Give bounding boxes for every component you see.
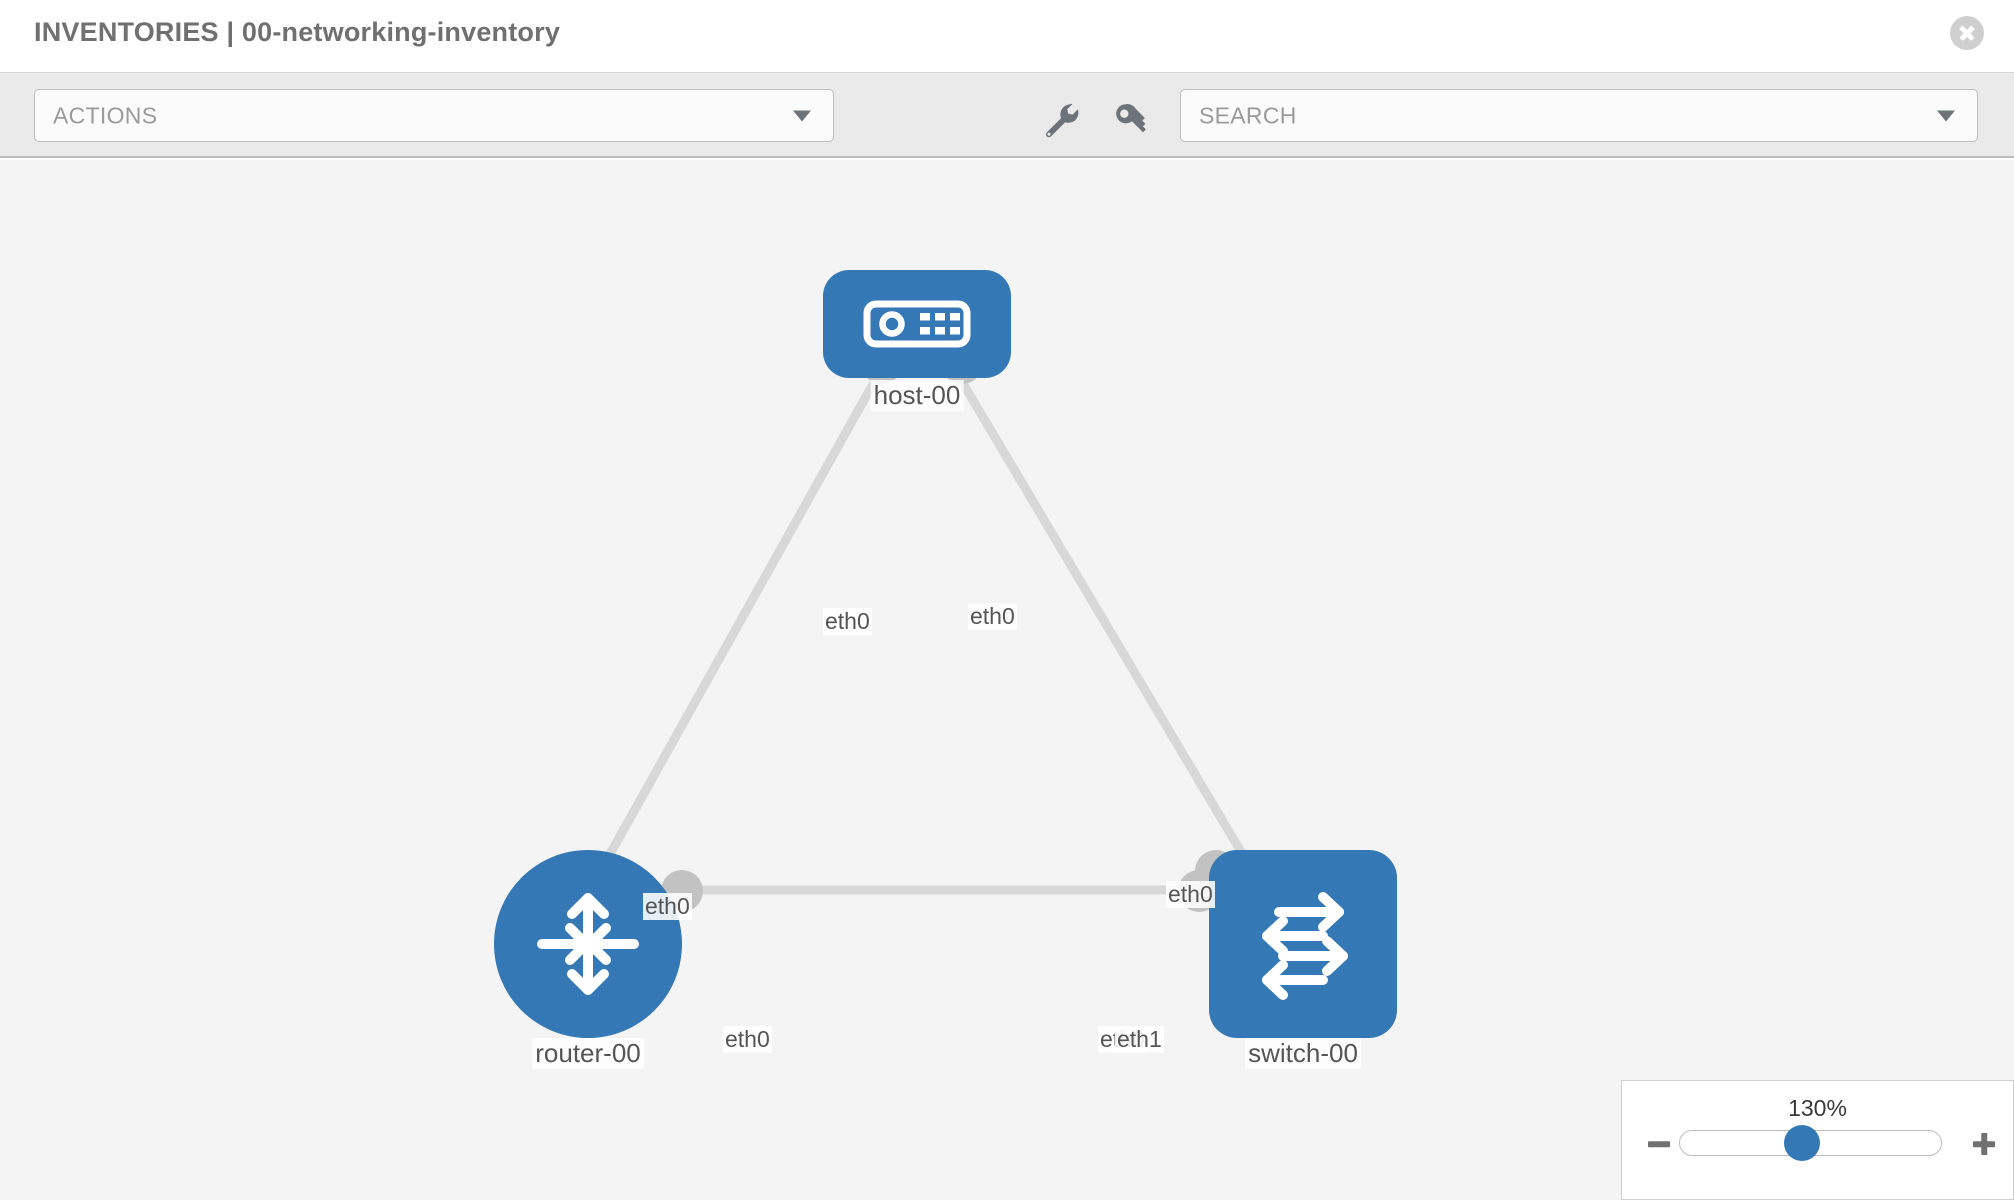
- link-label-router-right: eth0: [723, 1026, 772, 1053]
- page-title: INVENTORIES | 00-networking-inventory: [34, 17, 561, 47]
- bidirectional-arrows-icon: [1262, 892, 1348, 1000]
- page-header: INVENTORIES | 00-networking-inventory: [0, 0, 2014, 72]
- chevron-down-icon: [793, 110, 811, 121]
- toolbar: ACTIONS SEARCH: [0, 72, 2014, 158]
- link-host-switch: [954, 372, 1257, 875]
- close-icon[interactable]: [1950, 16, 1984, 50]
- topology-canvas[interactable]: host-00: [0, 160, 2014, 1200]
- zoom-slider-thumb[interactable]: [1784, 1125, 1820, 1161]
- zoom-control-panel: 130%: [1621, 1080, 2014, 1200]
- search-input[interactable]: SEARCH: [1180, 89, 1978, 142]
- node-label-host-00: host-00: [870, 380, 964, 411]
- topology-node-router-00[interactable]: router-00: [494, 850, 682, 1069]
- zoom-out-button[interactable]: [1644, 1129, 1674, 1159]
- host-node-shape: [823, 270, 1011, 378]
- zoom-level-value: 130%: [1788, 1095, 1847, 1121]
- link-host-router: [596, 372, 882, 875]
- link-label-switch-left-b: eth1: [1115, 1026, 1164, 1053]
- four-arrows-inward-icon: [537, 893, 639, 995]
- server-appliance-icon: [863, 300, 971, 348]
- link-label-host-left: eth0: [823, 608, 872, 635]
- zoom-in-button[interactable]: [1969, 1129, 1999, 1159]
- topology-links: [596, 372, 1257, 895]
- switch-node-shape: [1209, 850, 1397, 1038]
- actions-dropdown[interactable]: ACTIONS: [34, 89, 834, 142]
- node-label-router-00: router-00: [532, 1038, 644, 1069]
- node-label-switch-00: switch-00: [1245, 1038, 1361, 1069]
- link-label-switch-upper: eth0: [1166, 881, 1215, 908]
- topology-graph: host-00: [0, 160, 2014, 1200]
- topology-node-host-00[interactable]: host-00: [823, 270, 1011, 411]
- router-node-shape: [494, 850, 682, 1038]
- key-icon[interactable]: [1110, 99, 1154, 139]
- actions-dropdown-label: ACTIONS: [53, 102, 158, 128]
- chevron-down-icon: [1937, 110, 1955, 121]
- topology-node-switch-00[interactable]: switch-00: [1209, 850, 1397, 1069]
- link-label-host-right: eth0: [968, 603, 1017, 630]
- wrench-icon[interactable]: [1038, 99, 1082, 139]
- link-label-router-upper: eth0: [643, 893, 692, 920]
- search-placeholder: SEARCH: [1199, 102, 1297, 128]
